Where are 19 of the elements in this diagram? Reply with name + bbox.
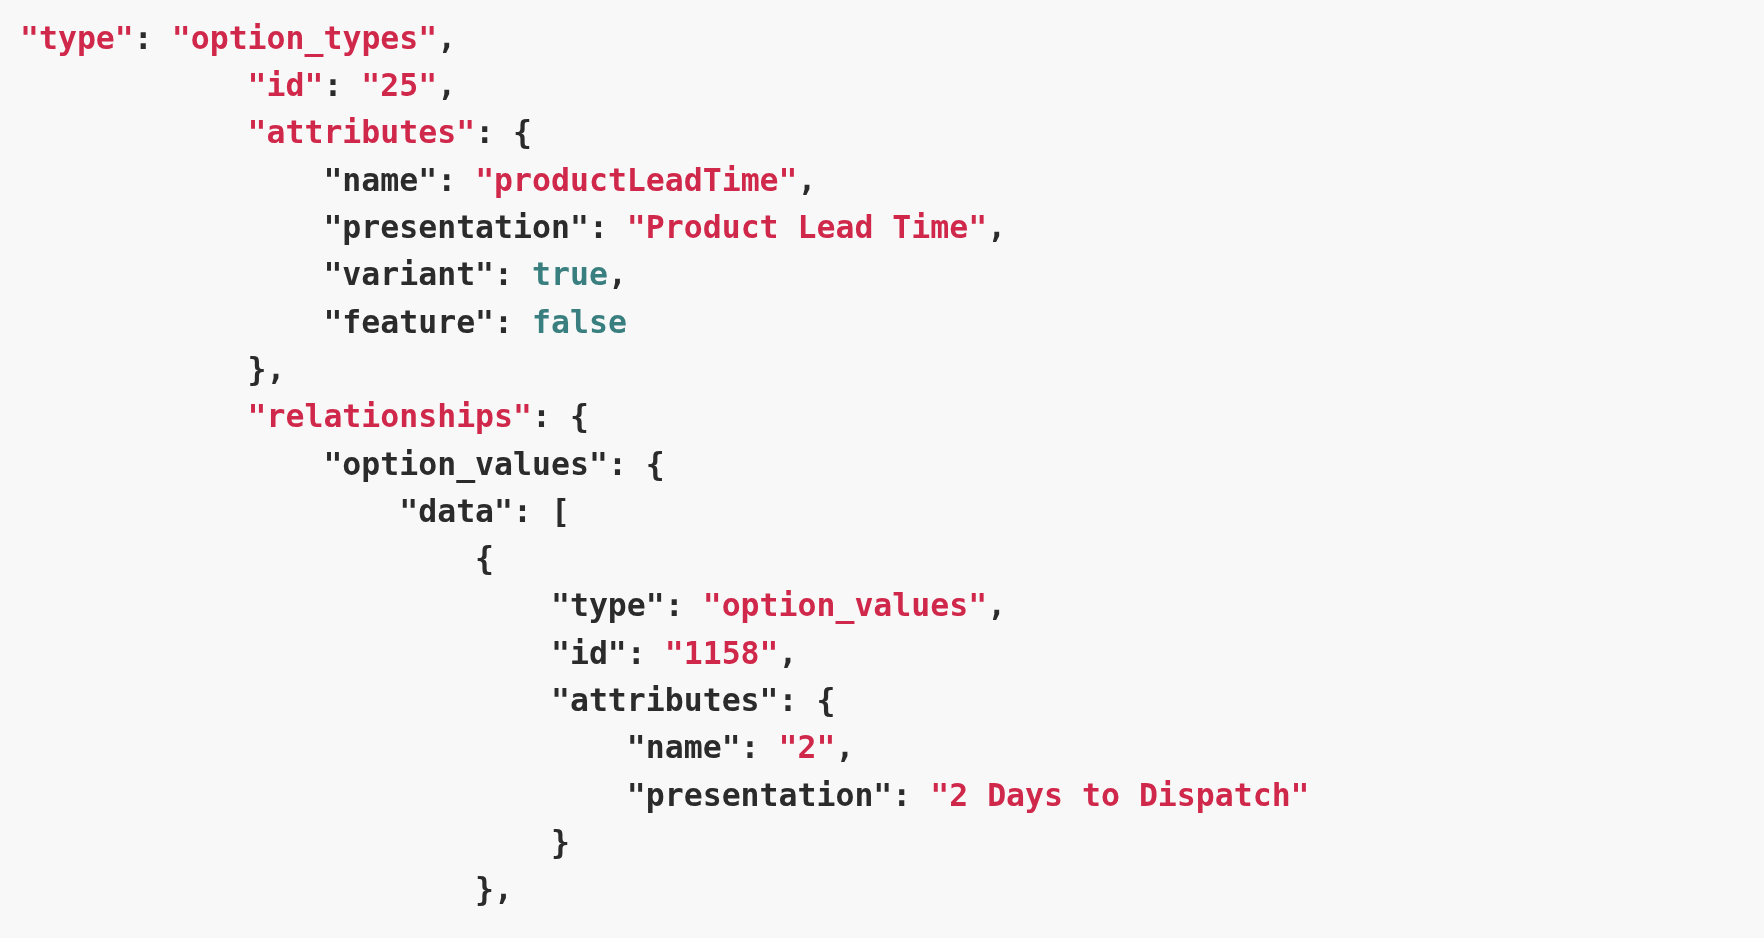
- code-line: }: [550, 826, 570, 859]
- code-line: },: [247, 353, 286, 386]
- code-line: "type": "option_values",: [550, 590, 1007, 622]
- code-line: },: [475, 874, 514, 906]
- code-line: "name": "2",: [626, 732, 855, 764]
- code-line: "option_values": {: [323, 448, 665, 481]
- code-line: "presentation": "2 Days to Dispatch": [626, 779, 1310, 812]
- code-line: "presentation": "Product Lead Time",: [323, 212, 1007, 244]
- code-line: "relationships": {: [247, 401, 589, 433]
- code-line: "id": "1158",: [550, 637, 798, 670]
- code-line: "attributes": {: [247, 117, 533, 149]
- code-line: "data": [: [399, 495, 570, 528]
- code-line: "attributes": {: [550, 685, 836, 717]
- code-line: "type": "option_types",: [20, 22, 457, 55]
- code-line: "variant": true,: [323, 259, 627, 291]
- code-line: "feature": false: [323, 306, 627, 339]
- code-line: {: [475, 543, 495, 575]
- code-line: "id": "25",: [247, 70, 457, 102]
- code-line: "name": "productLeadTime",: [323, 164, 817, 197]
